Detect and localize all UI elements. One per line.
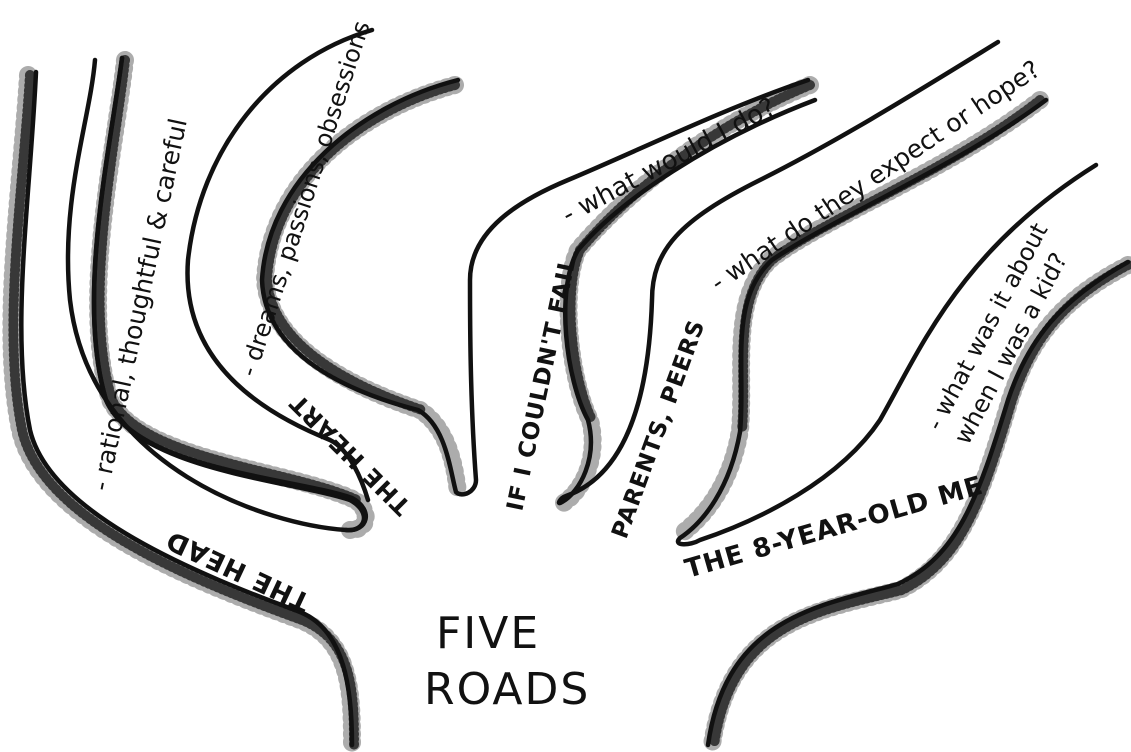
- title-line-1: FIVE: [436, 608, 540, 659]
- road-desc-fail: - what would I do?: [557, 92, 781, 230]
- road-edge-parents-eightyo: [675, 97, 1099, 547]
- road-edge-left: [19, 69, 355, 748]
- road-edge-heart-fail: [259, 77, 811, 497]
- road-edge-heart-outer: [185, 27, 375, 503]
- road-outlines: [19, 27, 1131, 748]
- road-edge-head-inner: [91, 55, 369, 533]
- diagram-title: FIVE ROADS: [424, 608, 590, 715]
- title-line-2: ROADS: [424, 664, 590, 715]
- road-desc-heart: - dreams, passions, obsessions: [234, 17, 376, 379]
- road-desc-parents: - what do they expect or hope?: [705, 54, 1045, 297]
- road-edge-right: [705, 259, 1131, 748]
- road-edge-fail-parents: [556, 39, 1001, 506]
- road-name-parents: PARENTS, PEERS: [607, 316, 710, 542]
